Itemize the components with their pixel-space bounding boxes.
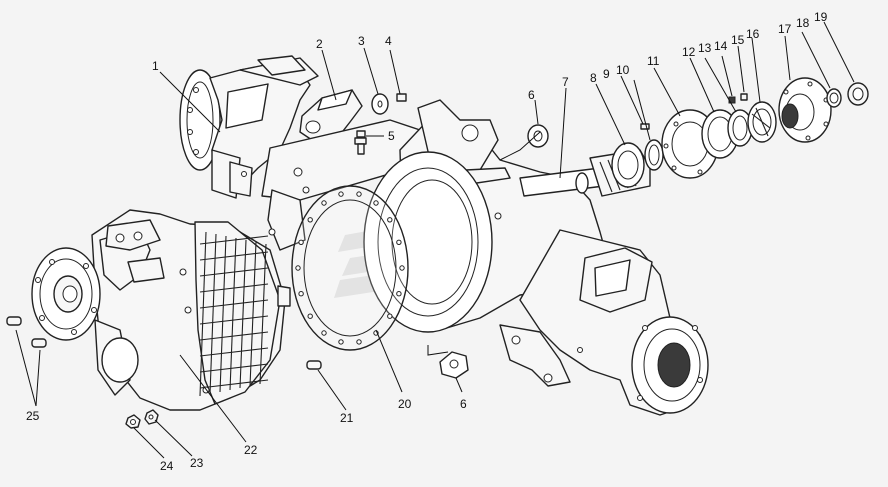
callout-20: 20 — [398, 397, 412, 411]
gasket-bolt-hole — [321, 330, 327, 336]
callout-14: 14 — [714, 39, 728, 53]
callout-19: 19 — [814, 10, 828, 24]
ring-part-9 — [644, 139, 664, 171]
pin-part-10 — [640, 123, 650, 130]
washer-part-18 — [826, 88, 842, 108]
mesh-line — [199, 267, 269, 277]
mesh-line — [199, 235, 269, 245]
mesh-line — [199, 251, 269, 261]
pin-part-15 — [740, 93, 748, 101]
gasket-bolt-hole — [307, 313, 313, 319]
bearing-part-8 — [611, 142, 645, 188]
gasket-bolt-hole — [396, 239, 402, 246]
gasket-bolt-hole — [307, 217, 313, 223]
mesh-line — [199, 315, 269, 325]
callout-23: 23 — [190, 456, 204, 470]
callout-11: 11 — [647, 54, 660, 68]
callout-labels: 1 2 3 4 5 6 7 8 9 10 11 12 13 14 15 16 1… — [26, 10, 828, 473]
callout-13: 13 — [698, 41, 712, 55]
callout-25: 25 — [26, 409, 40, 423]
gasket-bolt-hole — [321, 200, 327, 206]
bracket-part-2 — [299, 89, 363, 141]
gasket-bolt-hole — [356, 339, 362, 345]
cover-mesh — [199, 231, 269, 397]
mesh-line — [199, 283, 269, 293]
callout-5: 5 — [388, 129, 395, 143]
bearing-part-16 — [747, 101, 777, 143]
mesh-line — [199, 347, 269, 357]
mesh-line — [219, 235, 227, 393]
callout-22: 22 — [244, 443, 258, 457]
nut-part-23 — [144, 409, 159, 425]
callout-17: 17 — [778, 22, 792, 36]
mesh-line — [229, 237, 237, 391]
callout-7: 7 — [562, 75, 569, 89]
flange-part-17 — [778, 77, 832, 143]
mount-part-6-bottom — [439, 351, 469, 379]
mesh-line — [209, 233, 217, 395]
callout-21: 21 — [340, 411, 354, 425]
callout-15: 15 — [731, 33, 745, 47]
callout-2: 2 — [316, 37, 323, 51]
callout-6-top: 6 — [528, 88, 535, 102]
mesh-line — [199, 379, 269, 389]
nut-part-24 — [125, 414, 141, 429]
pin-part-21 — [306, 360, 322, 370]
callout-6-bottom: 6 — [460, 397, 467, 411]
mesh-line — [249, 241, 257, 387]
washer-part-3 — [371, 93, 389, 115]
callout-24: 24 — [160, 459, 174, 473]
gasket-bolt-hole — [295, 265, 301, 271]
dowel-part-25 — [6, 316, 47, 348]
callout-10: 10 — [616, 63, 630, 77]
plug-part-4 — [396, 93, 407, 102]
gasket-bolt-hole — [298, 291, 304, 297]
left-housing-part-1 — [179, 55, 319, 199]
mesh-line — [199, 363, 269, 373]
mesh-line — [199, 299, 269, 309]
mesh-line — [239, 239, 247, 389]
right-housing — [499, 229, 709, 416]
fitting-part-5 — [354, 130, 367, 155]
mesh-line — [259, 243, 267, 385]
gasket-bolt-hole — [387, 217, 393, 223]
gasket-bolt-hole — [356, 191, 362, 197]
callout-3: 3 — [358, 34, 365, 48]
callout-1: 1 — [152, 59, 159, 73]
callout-9: 9 — [603, 67, 610, 81]
gasket-bolt-hole — [338, 191, 344, 197]
callout-12: 12 — [682, 45, 696, 59]
gearbox-part-22 — [31, 209, 291, 411]
nut-part-19 — [847, 82, 869, 106]
gasket-bolt-hole — [399, 265, 405, 271]
gasket-bolt-hole — [338, 339, 344, 345]
gasket-part-20 — [291, 185, 409, 351]
gasket-bolt-hole — [298, 239, 304, 246]
gasket-bolt-hole — [396, 291, 402, 297]
leader-lines — [15, 21, 855, 459]
gasket-bolt-hole — [373, 200, 379, 206]
callout-18: 18 — [796, 16, 810, 30]
gasket-bolt-hole — [387, 313, 393, 319]
callout-4: 4 — [385, 34, 392, 48]
mount-part-6-top — [527, 124, 549, 148]
callout-8: 8 — [590, 71, 597, 85]
axle-tube — [261, 119, 421, 251]
callout-16: 16 — [746, 27, 760, 41]
mesh-line — [199, 331, 269, 341]
